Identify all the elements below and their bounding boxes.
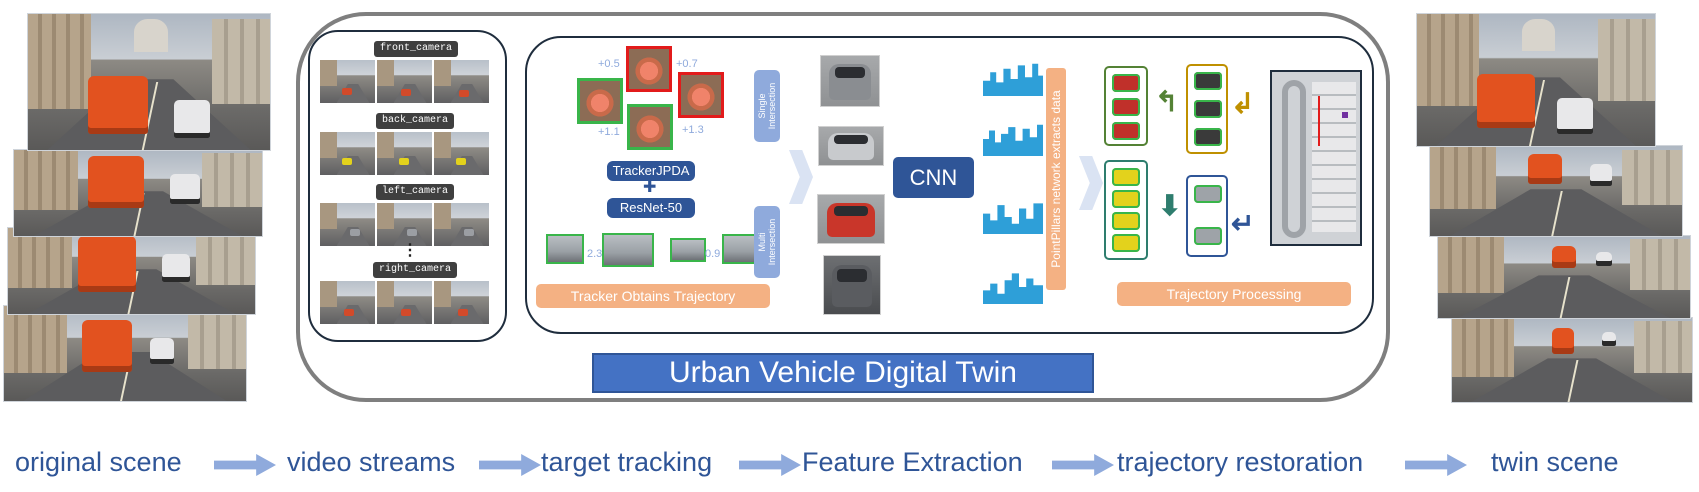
vehicle-crop <box>820 55 880 107</box>
original-scene-image <box>4 306 246 401</box>
pipeline-stage-original-scene: original scene <box>15 447 182 477</box>
pipeline-arrow-icon <box>1405 454 1467 476</box>
down-arrow-icon: ⬇ <box>1158 190 1182 221</box>
pipeline-arrow-icon <box>479 454 541 476</box>
trajectory-group <box>1104 160 1148 260</box>
cnn-block: CNN <box>893 157 974 198</box>
camera-frame <box>320 281 375 324</box>
offset-label: +1.3 <box>682 124 704 136</box>
turn-arrow-icon: ↰ <box>1155 86 1179 117</box>
tracker-trajectory-band: Tracker Obtains Trajectory <box>536 284 770 308</box>
digital-twin-frame <box>296 12 1390 402</box>
left-camera-label: left_camera <box>376 184 455 200</box>
twin-scene-image <box>1452 318 1692 402</box>
camera-frame <box>434 132 489 175</box>
pointpillars-label: PointPillars network extracts data <box>1049 90 1063 268</box>
match-score: 2.3 <box>587 248 603 260</box>
tracked-vehicle-crop <box>678 72 724 118</box>
pipeline-arrow-icon <box>1052 454 1114 476</box>
vehicle-crop <box>817 194 885 244</box>
pipeline-stage-target-tracking: target tracking <box>541 447 713 477</box>
single-intersection-tab: Single Intersection <box>754 70 780 142</box>
resnet-label: ResNet-50 <box>607 198 695 218</box>
twin-scene-image <box>1417 14 1655 146</box>
pipeline-stage-twin-scene: twin scene <box>1491 447 1619 477</box>
video-streams-panel <box>308 30 507 342</box>
page-title: Urban Vehicle Digital Twin <box>592 353 1094 393</box>
pipeline-arrow-icon <box>214 454 276 476</box>
camera-frame <box>320 60 375 103</box>
more-cameras-ellipsis: ⋮ <box>402 242 418 259</box>
tracked-vehicle-crop <box>546 234 584 264</box>
camera-frame <box>377 203 432 246</box>
tracker-jpda-label: TrackerJPDA <box>607 161 695 181</box>
camera-frame <box>377 132 432 175</box>
turn-arrow-icon: ↲ <box>1231 88 1255 119</box>
back-camera-label: back_camera <box>376 113 455 129</box>
camera-frame <box>320 203 375 246</box>
multi-intersection-label: Multi Intersection <box>757 218 777 266</box>
tracked-vehicle-crop <box>627 104 673 150</box>
tracked-vehicle-crop <box>670 238 706 262</box>
camera-frame <box>377 281 432 324</box>
pointpillars-bar: PointPillars network extracts data <box>1046 68 1066 290</box>
pipeline-arrow-icon <box>739 454 801 476</box>
tracked-vehicle-crop <box>602 233 654 267</box>
tracked-vehicle-crop <box>626 46 672 92</box>
original-scene-image <box>14 150 262 236</box>
plus-icon: ✚ <box>643 179 657 196</box>
camera-frame <box>434 60 489 103</box>
pipeline-stage-trajectory-restoration: trajectory restoration <box>1117 447 1364 477</box>
camera-frame <box>434 281 489 324</box>
camera-frame <box>377 60 432 103</box>
offset-label: +0.5 <box>598 58 620 70</box>
camera-frame <box>320 132 375 175</box>
multi-intersection-tab: Multi Intersection <box>754 206 780 278</box>
return-arrow-icon: ↵ <box>1231 208 1255 239</box>
original-scene-image <box>28 14 270 150</box>
twin-scene-image <box>1430 146 1682 236</box>
vehicle-crop <box>818 126 884 166</box>
tracked-vehicle-crop <box>722 234 756 264</box>
pipeline-stage-video-streams: video streams <box>287 447 456 477</box>
original-scene-image <box>8 228 255 314</box>
single-intersection-label: Single Intersection <box>757 82 777 130</box>
twin-scene-image <box>1438 236 1690 318</box>
trajectory-group <box>1186 175 1228 257</box>
top-down-map <box>1270 70 1362 246</box>
trajectory-group <box>1186 64 1228 154</box>
offset-label: +0.7 <box>676 58 698 70</box>
match-score: 0.9 <box>705 248 721 260</box>
vehicle-crop <box>823 255 881 315</box>
trajectory-group <box>1104 66 1148 146</box>
processing-panel <box>525 36 1374 334</box>
camera-frame <box>434 203 489 246</box>
trajectory-processing-band: Trajectory Processing <box>1117 282 1351 306</box>
front-camera-label: front_camera <box>374 41 459 57</box>
pipeline-stage-feature-extraction: Feature Extraction <box>802 447 1023 477</box>
right-camera-label: right_camera <box>373 262 458 278</box>
offset-label: +1.1 <box>598 126 620 138</box>
tracked-vehicle-crop <box>577 78 623 124</box>
